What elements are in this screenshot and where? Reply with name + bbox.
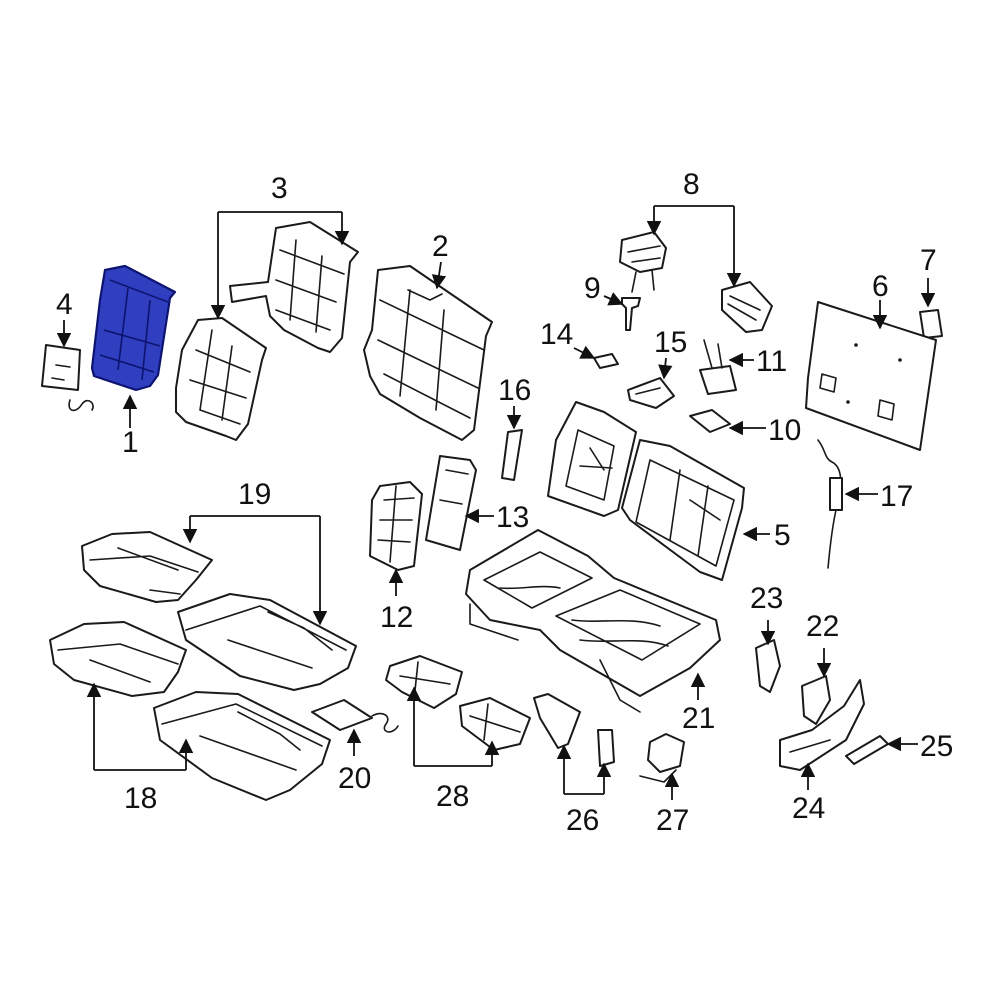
part-24-side-shield[interactable] [779,679,865,771]
leader-lines [56,205,936,800]
part-20-harness-mat[interactable] [311,699,399,733]
callout-10: 10 [768,414,801,447]
part-10-trim-clip[interactable] [689,409,731,433]
part-8-headrests[interactable] [619,231,773,333]
part-15-bracket[interactable] [627,377,675,409]
part-27-cup-bracket[interactable] [639,733,685,783]
callout-4: 4 [56,288,73,321]
callout-14: 14 [540,318,573,351]
part-22-side-trim[interactable] [801,675,831,725]
callout-7: 7 [920,244,937,277]
callout-22: 22 [806,610,839,643]
callout-labels: 1 2 3 4 5 6 7 8 9 10 11 12 13 14 15 16 1… [56,168,953,837]
callout-12: 12 [380,601,413,634]
callout-9: 9 [584,272,601,305]
part-16-strip[interactable] [501,429,523,481]
callout-13: 13 [496,501,529,534]
callout-3: 3 [271,172,288,205]
callout-25: 25 [920,730,953,763]
part-19-cushion-covers[interactable] [81,531,357,691]
callout-18: 18 [124,782,157,815]
part-14-clip[interactable] [593,353,619,369]
callout-8: 8 [683,168,700,201]
part-6-rear-panel[interactable] [805,301,937,451]
callout-28: 28 [436,780,469,813]
callout-27: 27 [656,804,689,837]
part-3-seat-back-frames[interactable] [175,221,359,441]
part-28-brackets[interactable] [385,655,531,751]
part-5-seat-back-frame[interactable] [547,401,745,581]
callout-21: 21 [682,702,715,735]
callout-15: 15 [654,326,687,359]
callout-2: 2 [432,230,449,263]
part-12-armrest[interactable] [369,481,423,571]
part-18-cushion-frames[interactable] [49,621,331,801]
part-25-lever[interactable] [845,735,889,765]
part-13-side-panel[interactable] [425,455,477,551]
callout-5: 5 [774,519,791,552]
callout-17: 17 [880,480,913,513]
callout-24: 24 [792,792,825,825]
callout-1: 1 [122,426,139,459]
part-17-release-cable[interactable] [817,439,843,569]
callout-26: 26 [566,804,599,837]
callout-19: 19 [238,478,271,511]
part-21-seat-frame[interactable] [465,529,721,713]
part-23-side-trim[interactable] [755,639,781,693]
part-2-seat-back-assembly[interactable] [363,265,493,441]
callout-16: 16 [498,374,531,407]
part-26-trim-pieces[interactable] [533,693,615,767]
part-9-guide-pin[interactable] [621,297,641,331]
part-11-latch[interactable] [699,339,737,395]
callout-11: 11 [756,345,787,378]
callout-20: 20 [338,762,371,795]
part-1-seat-back-cover[interactable] [90,264,177,392]
part-7-small-cover[interactable] [919,309,943,339]
callout-6: 6 [872,270,889,303]
part-4-trim-panel[interactable] [41,344,94,412]
callout-23: 23 [750,582,783,615]
